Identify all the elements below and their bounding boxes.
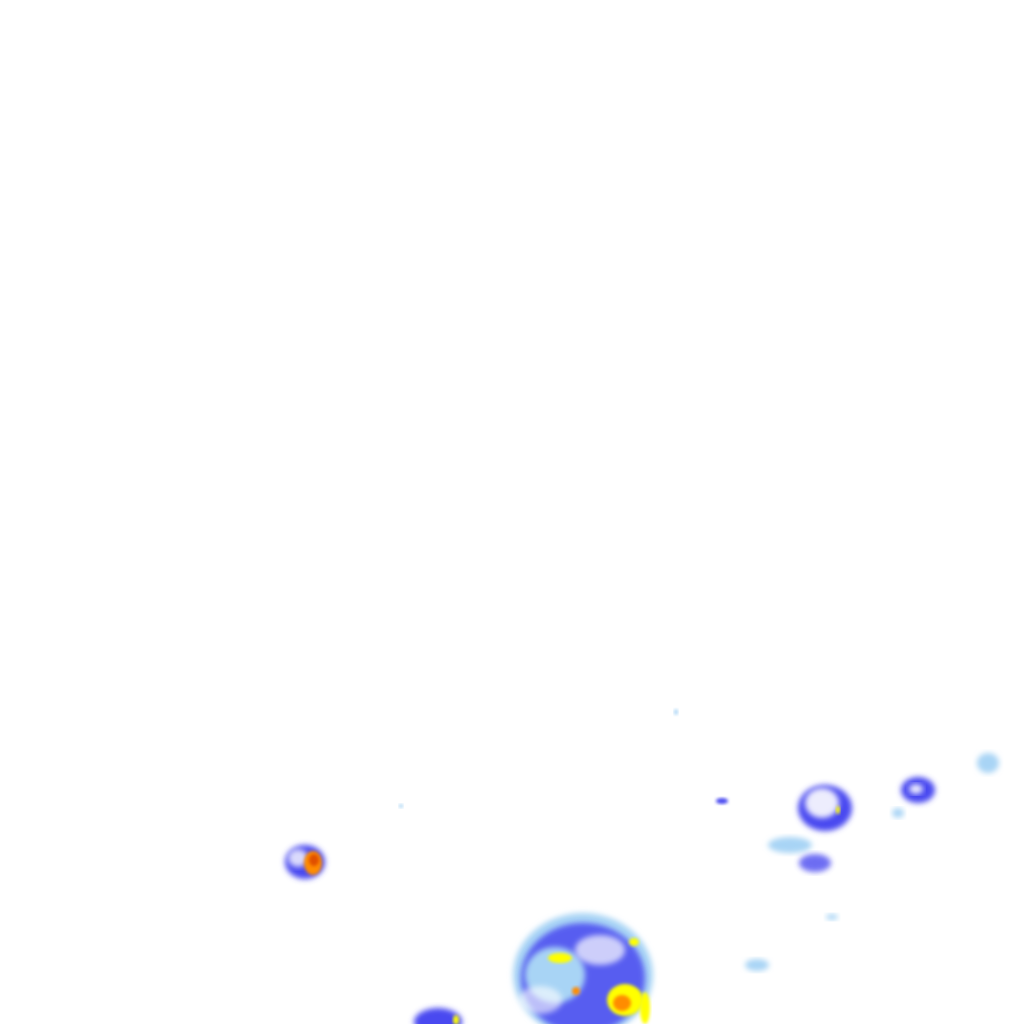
echo-heavy (613, 995, 631, 1011)
echo-light (892, 808, 904, 818)
echo-gap (288, 849, 308, 867)
echo-strong (548, 953, 572, 963)
echo-light (399, 804, 403, 808)
echo-moderate (716, 798, 728, 804)
echo-light (674, 709, 678, 715)
echo-intense (309, 854, 319, 866)
echo-moderate (799, 854, 831, 872)
echo-light (745, 959, 769, 971)
echo-moderate (414, 1008, 462, 1024)
echo-light (826, 914, 838, 920)
echo-strong (453, 1015, 459, 1024)
echo-strong (836, 806, 840, 814)
echo-heavy (572, 987, 580, 995)
echo-strong (629, 938, 639, 946)
echo-gap (805, 788, 839, 818)
echo-gap (909, 784, 923, 794)
echo-gap (575, 935, 625, 965)
echo-strong (640, 992, 650, 1024)
echo-light (768, 837, 812, 853)
echo-gap (518, 986, 562, 1014)
echo-light (977, 753, 999, 773)
